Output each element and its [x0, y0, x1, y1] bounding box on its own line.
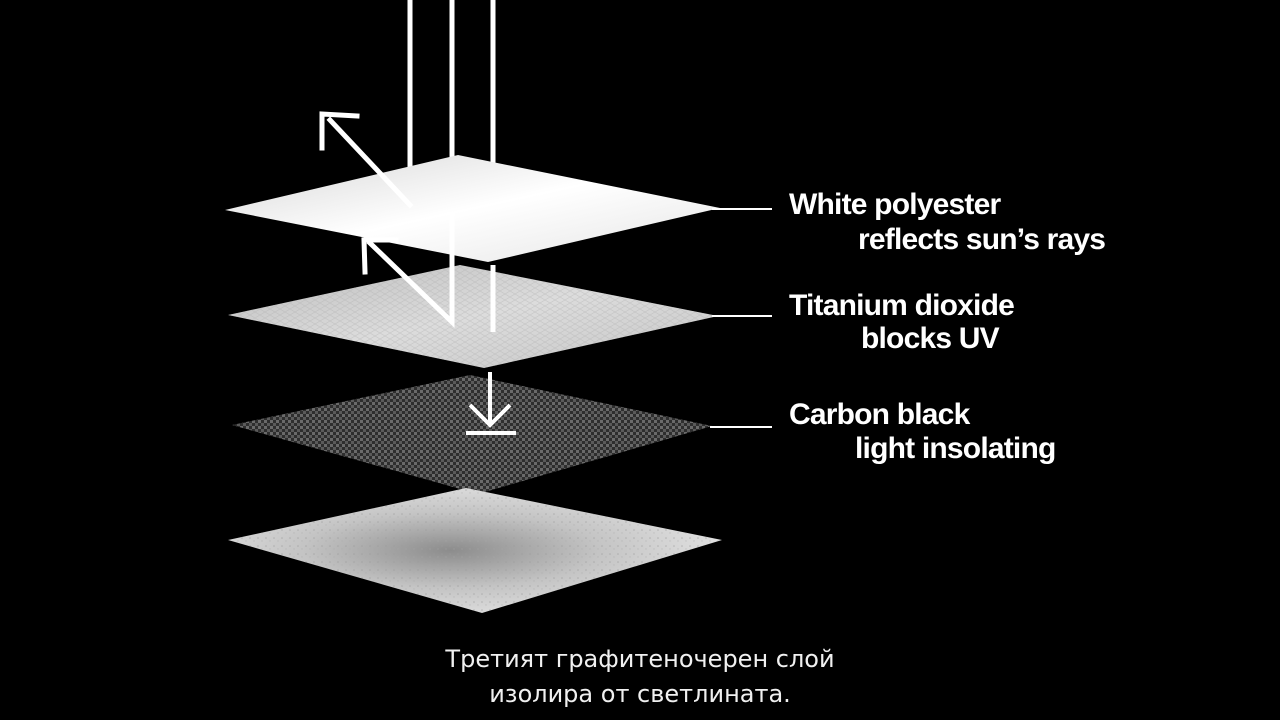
white-polyester-label-line2: reflects sun’s rays	[858, 223, 1106, 256]
subtitle-line-2: изолира от светлината.	[489, 680, 791, 708]
titanium-dioxide-texture	[228, 265, 718, 368]
reflection-arrow-middle	[361, 212, 455, 328]
white-polyester-layer	[225, 155, 720, 262]
base-layer-texture	[228, 488, 722, 613]
titanium-dioxide-label-line2: blocks UV	[861, 322, 1000, 355]
reflection-arrow-top	[319, 111, 414, 209]
carbon-black-label-line1: Carbon black	[789, 398, 970, 431]
subtitle-line-1: Третият графитеночерен слой	[445, 645, 835, 673]
leader-lines	[710, 208, 772, 428]
absorption-arrow	[466, 372, 516, 435]
carbon-black-label-line2: light insolating	[855, 432, 1056, 465]
white-polyester-label-line1: White polyester	[789, 188, 1001, 221]
titanium-dioxide-label-line1: Titanium dioxide	[789, 289, 1015, 322]
